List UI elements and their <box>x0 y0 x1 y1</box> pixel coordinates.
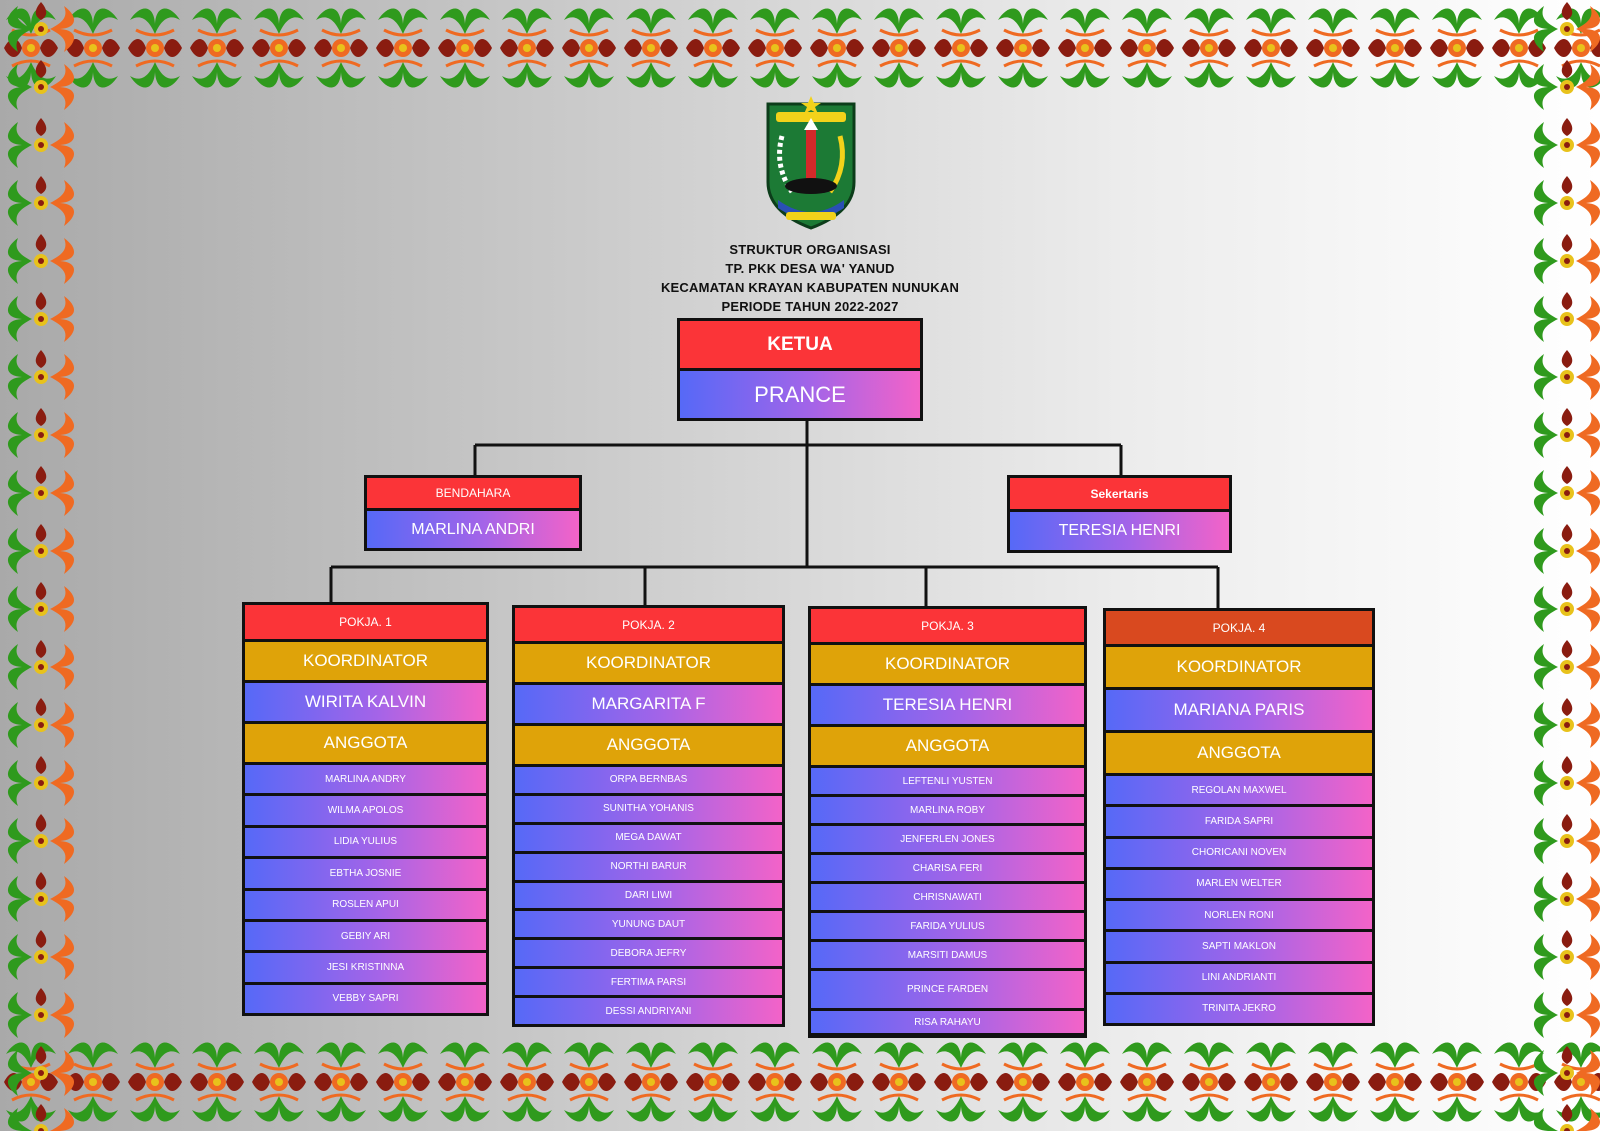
pokja-1-member: MARLINA ANDRY <box>245 765 486 794</box>
pokja-2-member: DESSI ANDRIYANI <box>515 998 782 1025</box>
pokja-4-member: MARLEN WELTER <box>1106 869 1372 898</box>
pokja-2-coordinator-name: MARGARITA F <box>515 685 782 723</box>
pokja-1-coordinator-name: WIRITA KALVIN <box>245 683 486 721</box>
pokja-4-member: CHORICANI NOVEN <box>1106 838 1372 867</box>
org-chart-title: STRUKTUR ORGANISASI TP. PKK DESA WA' YAN… <box>600 240 1020 316</box>
pokja-4-members-label: ANGGOTA <box>1106 733 1372 773</box>
pokja-2-member: SUNITHA YOHANIS <box>515 795 782 822</box>
ketua-name: PRANCE <box>680 371 920 418</box>
decorative-border-left <box>0 0 82 1131</box>
pokja-3-member: FARIDA YULIUS <box>811 913 1084 939</box>
pokja-3-coordinator-name: TERESIA HENRI <box>811 686 1084 724</box>
pokja-4-member: SAPTI MAKLON <box>1106 932 1372 961</box>
pokja-4-coordinator-name: MARIANA PARIS <box>1106 690 1372 730</box>
pokja-3-member: RISA RAHAYU <box>811 1011 1084 1033</box>
pokja-2-coordinator-label: KOORDINATOR <box>515 644 782 682</box>
pokja-4-member: LINI ANDRIANTI <box>1106 963 1372 992</box>
pokja-1-member: WILMA APOLOS <box>245 796 486 825</box>
title-line-1: STRUKTUR ORGANISASI <box>729 242 891 257</box>
pokja-4-title: POKJA. 4 <box>1106 611 1372 644</box>
pokja-3-members-label: ANGGOTA <box>811 727 1084 765</box>
pokja-4-member: NORLEN RONI <box>1106 901 1372 930</box>
title-line-4: PERIODE TAHUN 2022-2027 <box>721 299 899 314</box>
decorative-border-top <box>0 0 1600 96</box>
decorative-border-right <box>1526 0 1600 1131</box>
pokja-3-member: CHRISNAWATI <box>811 884 1084 910</box>
pokja-2-title: POKJA. 2 <box>515 608 782 641</box>
ketua-title: KETUA <box>680 321 920 368</box>
pokja-4-member: TRINITA JEKRO <box>1106 994 1372 1023</box>
pokja-2-member: MEGA DAWAT <box>515 824 782 851</box>
pokja-2-member: DEBORA JEFRY <box>515 940 782 967</box>
pokja-2-member: ORPA BERNBAS <box>515 767 782 793</box>
pokja-3-title: POKJA. 3 <box>811 609 1084 642</box>
pokja-2-members-label: ANGGOTA <box>515 726 782 764</box>
bendahara-title: BENDAHARA <box>367 478 579 508</box>
pokja-3-member: MARLINA ROBY <box>811 797 1084 823</box>
pokja-1-member: ROSLEN APUI <box>245 890 486 919</box>
pokja-2-member: NORTHI BARUR <box>515 853 782 880</box>
pokja-2-member: DARI LIWI <box>515 882 782 909</box>
pokja-2-member: YUNUNG DAUT <box>515 911 782 938</box>
sekertaris-box: Sekertaris TERESIA HENRI <box>1007 475 1232 553</box>
title-line-2: TP. PKK DESA WA' YANUD <box>725 261 895 276</box>
pokja-2-member: FERTIMA PARSI <box>515 969 782 996</box>
sekertaris-title: Sekertaris <box>1010 478 1229 509</box>
pokja-1-member: LIDIA YULIUS <box>245 827 486 857</box>
pokja-4-coordinator-label: KOORDINATOR <box>1106 647 1372 687</box>
pokja-4-member: FARIDA SAPRI <box>1106 807 1372 836</box>
pokja-4-member: REGOLAN MAXWEL <box>1106 776 1372 805</box>
pokja-1-member: JESI KRISTINNA <box>245 953 486 982</box>
bendahara-box: BENDAHARA MARLINA ANDRI <box>364 475 582 551</box>
title-line-3: KECAMATAN KRAYAN KABUPATEN NUNUKAN <box>660 280 960 295</box>
pokja-1-coordinator-label: KOORDINATOR <box>245 642 486 680</box>
pokja-1-member: VEBBY SAPRI <box>245 984 486 1013</box>
kabupaten-nunukan-emblem-icon <box>762 96 860 230</box>
pokja-3-member: CHARISA FERI <box>811 855 1084 881</box>
decorative-border-bottom <box>0 1034 1600 1131</box>
ketua-box: KETUA PRANCE <box>677 318 923 421</box>
pokja-3-member: PRINCE FARDEN <box>811 971 1084 1008</box>
pokja-1-member: EBTHA JOSNIE <box>245 859 486 888</box>
pokja-3-member: JENFERLEN JONES <box>811 826 1084 852</box>
pokja-1-members-label: ANGGOTA <box>245 724 486 762</box>
bendahara-name: MARLINA ANDRI <box>367 511 579 548</box>
pokja-1-member: GEBIY ARI <box>245 921 486 951</box>
pokja-3-coordinator-label: KOORDINATOR <box>811 645 1084 683</box>
pokja-3-member: LEFTENLI YUSTEN <box>811 768 1084 794</box>
pokja-1-title: POKJA. 1 <box>245 605 486 639</box>
sekertaris-name: TERESIA HENRI <box>1010 512 1229 550</box>
pokja-3-member: MARSITI DAMUS <box>811 942 1084 968</box>
